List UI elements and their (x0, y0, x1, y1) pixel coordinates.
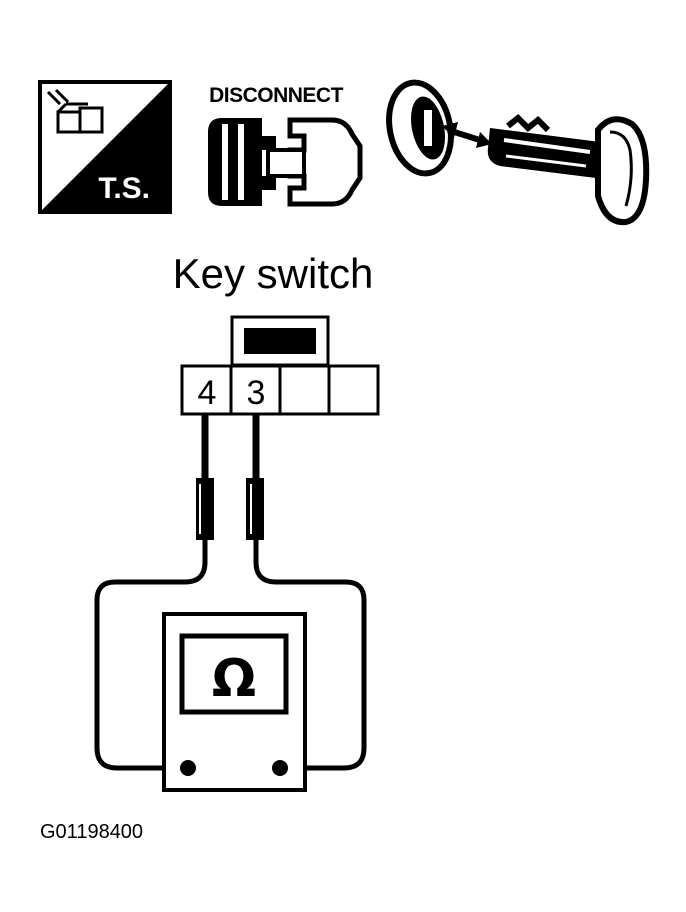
key-switch-connector: 4 3 (180, 315, 380, 416)
diagram-title: Key switch (173, 250, 374, 297)
meter-terminal-left (180, 760, 196, 776)
ignition-key-icon (386, 79, 650, 226)
connector-pin-3: 3 (247, 374, 266, 412)
connector-disconnect-icon: DISCONNECT (208, 84, 363, 207)
ohm-symbol: Ω (212, 649, 256, 709)
test-probes (196, 414, 264, 540)
connector-glyph-icon (46, 88, 104, 134)
troubleshooting-icon: T.S. (38, 80, 172, 214)
meter-terminal-right (272, 760, 288, 776)
ohmmeter-icon: Ω (162, 612, 307, 792)
connector-pin-4: 4 (198, 374, 217, 412)
meter-leads (94, 540, 367, 771)
disconnect-label: DISCONNECT (209, 84, 344, 107)
troubleshooting-label: T.S. (98, 172, 150, 205)
figure-code: G01198400 (40, 821, 143, 843)
